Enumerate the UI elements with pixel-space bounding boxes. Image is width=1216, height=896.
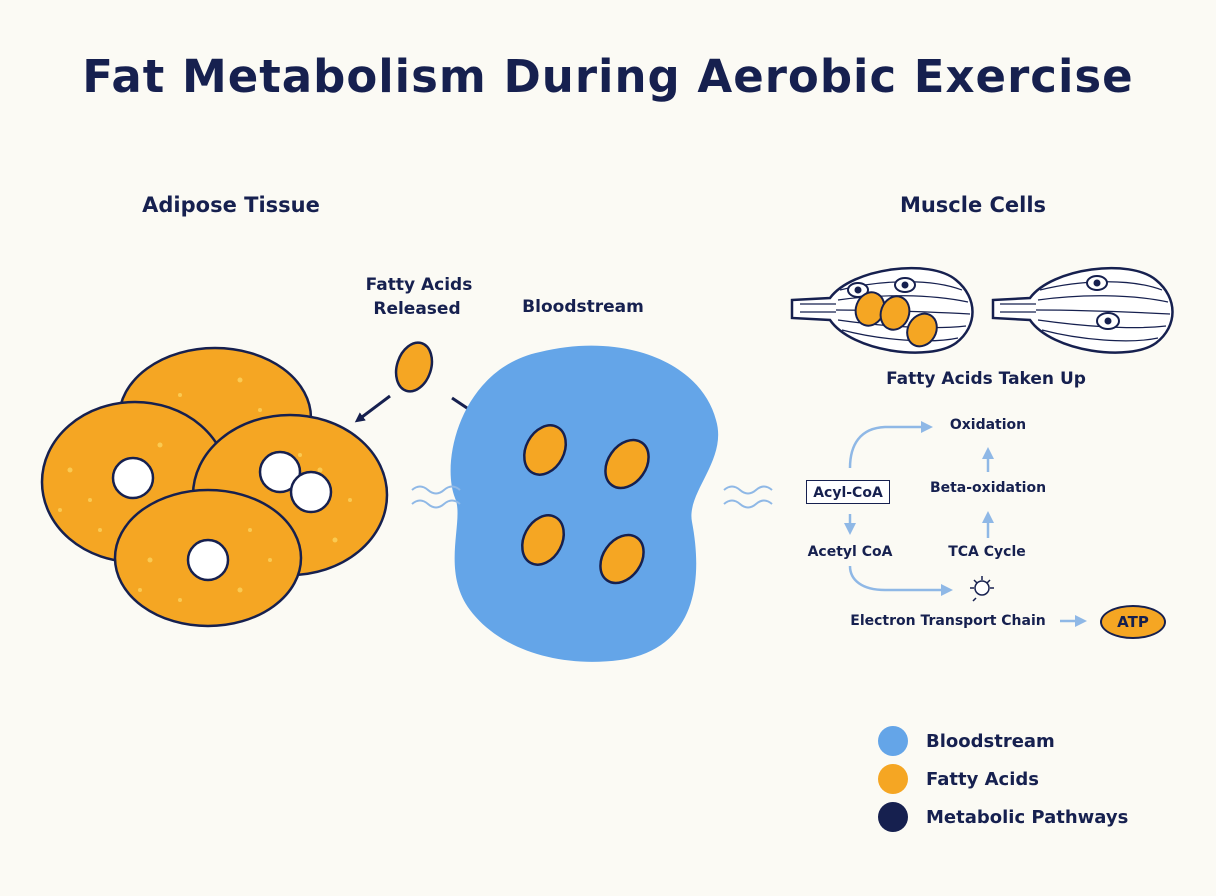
flow-waves-right [723,485,773,509]
label-oxidation: Oxidation [949,417,1027,433]
muscle-fatty-acid [879,295,911,331]
vacuole [289,470,333,514]
pathway-arrows [844,421,1087,627]
label-tca-cycle: TCA Cycle [948,544,1026,560]
fatty-acid [523,424,567,476]
fat-speckles [58,377,352,602]
flow-waves-left [411,485,461,509]
atp-badge: ATP [1100,605,1166,639]
legend-item: Bloodstream [878,722,1198,760]
page-title: Fat Metabolism During Aerobic Exercise [82,50,1134,103]
acyl-coa-box: Acyl-CoA [806,480,890,504]
muscle-cell-right [991,266,1174,354]
legend-label: Metabolic Pathways [926,806,1129,828]
etc-icon [970,576,994,602]
fatty-acid [599,533,645,585]
legend-swatch [878,764,908,794]
arrow-acyl-to-oxidation [848,421,933,469]
vacuole [186,538,230,582]
legend-swatch [878,802,908,832]
fatty-acid [521,514,565,566]
label-electron-transport-chain: Electron Transport Chain [850,613,1046,629]
legend-label: Fatty Acids [926,768,1039,790]
label-fatty-acids-taken-up: Fatty Acids Taken Up [886,369,1086,389]
fat-cell-vacuoles [111,450,333,582]
muscle-cell-left [790,266,974,354]
released-fatty-acid [394,341,434,393]
legend-swatch [878,726,908,756]
fatty-acid [604,438,650,490]
legend-label: Bloodstream [926,730,1055,752]
legend-item: Fatty Acids [878,760,1198,798]
vacuole [258,450,302,494]
label-beta-oxidation: Beta-oxidation [929,480,1047,496]
adipose-tissue [40,346,389,628]
legend-item: Metabolic Pathways [878,798,1198,836]
section-label-muscle: Muscle Cells [899,193,1047,217]
muscle-fatty-acid [906,312,938,348]
label-released: Released [373,299,461,319]
vacuole [111,456,155,500]
label-acetyl-coa: Acetyl CoA [807,544,893,560]
section-label-adipose: Adipose Tissue [142,193,320,217]
label-fatty-acids-released: Fatty Acids [365,275,473,295]
bloodstream-blob [450,345,719,662]
arrow-acetyl-to-etc [848,565,953,596]
label-bloodstream: Bloodstream [522,297,644,317]
blood-fatty-acids [521,424,650,585]
release-arrow [354,394,391,423]
